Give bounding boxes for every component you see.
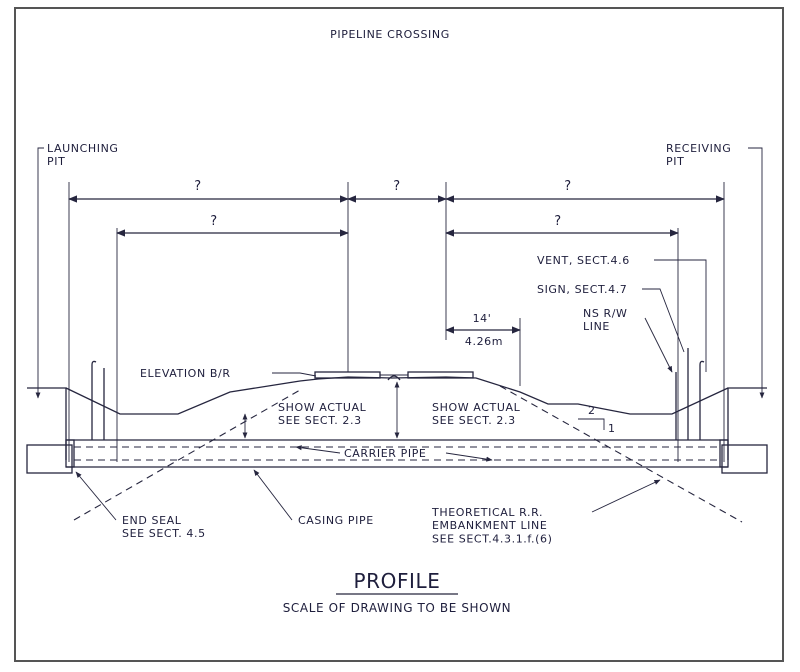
dimension-top-left: ? (194, 179, 202, 194)
casing-pipe (65, 439, 729, 468)
rails (314, 371, 474, 381)
theoretical-embankment-right (499, 385, 743, 523)
profile-heading: PROFILE (353, 569, 440, 593)
elevation-label: ELEVATION B/R (140, 367, 317, 380)
dimension-top-middle: ? (393, 179, 401, 194)
casing-pipe-label: CASING PIPE (253, 469, 374, 527)
svg-text:SIGN, SECT.4.7: SIGN, SECT.4.7 (537, 283, 627, 296)
theoretical-embankment-left (73, 389, 301, 521)
extension-lines (68, 182, 725, 462)
sign-label: SIGN, SECT.4.7 (537, 283, 685, 353)
svg-text:CASING PIPE: CASING PIPE (298, 514, 374, 527)
svg-text:CARRIER PIPE: CARRIER PIPE (344, 447, 427, 460)
dimension-inner-right: ? (554, 214, 562, 229)
svg-text:14': 14' (473, 312, 492, 325)
svg-text:VENT, SECT.4.6: VENT, SECT.4.6 (537, 254, 630, 267)
vent-label: VENT, SECT.4.6 (537, 254, 707, 372)
dimension-top-right: ? (564, 179, 572, 194)
svg-text:1: 1 (608, 422, 616, 435)
receiving-pit (721, 387, 768, 474)
carrier-pipe-label: CARRIER PIPE (295, 445, 493, 462)
svg-text:2: 2 (588, 404, 596, 417)
svg-text:4.26m: 4.26m (465, 335, 503, 348)
dimension-lines (68, 195, 725, 237)
svg-text:ELEVATION B/R: ELEVATION B/R (140, 367, 231, 380)
distance-dimension: 14' 4.26m (445, 312, 521, 386)
vent-and-sign-posts (91, 348, 705, 440)
slope-indicator: 2 1 (578, 404, 616, 435)
drawing-title: PIPELINE CROSSING (330, 28, 450, 41)
dimension-inner-left: ? (210, 214, 218, 229)
drawing-sheet (14, 7, 784, 662)
launching-pit (26, 387, 73, 474)
scale-note: SCALE OF DRAWING TO BE SHOWN (283, 601, 512, 615)
